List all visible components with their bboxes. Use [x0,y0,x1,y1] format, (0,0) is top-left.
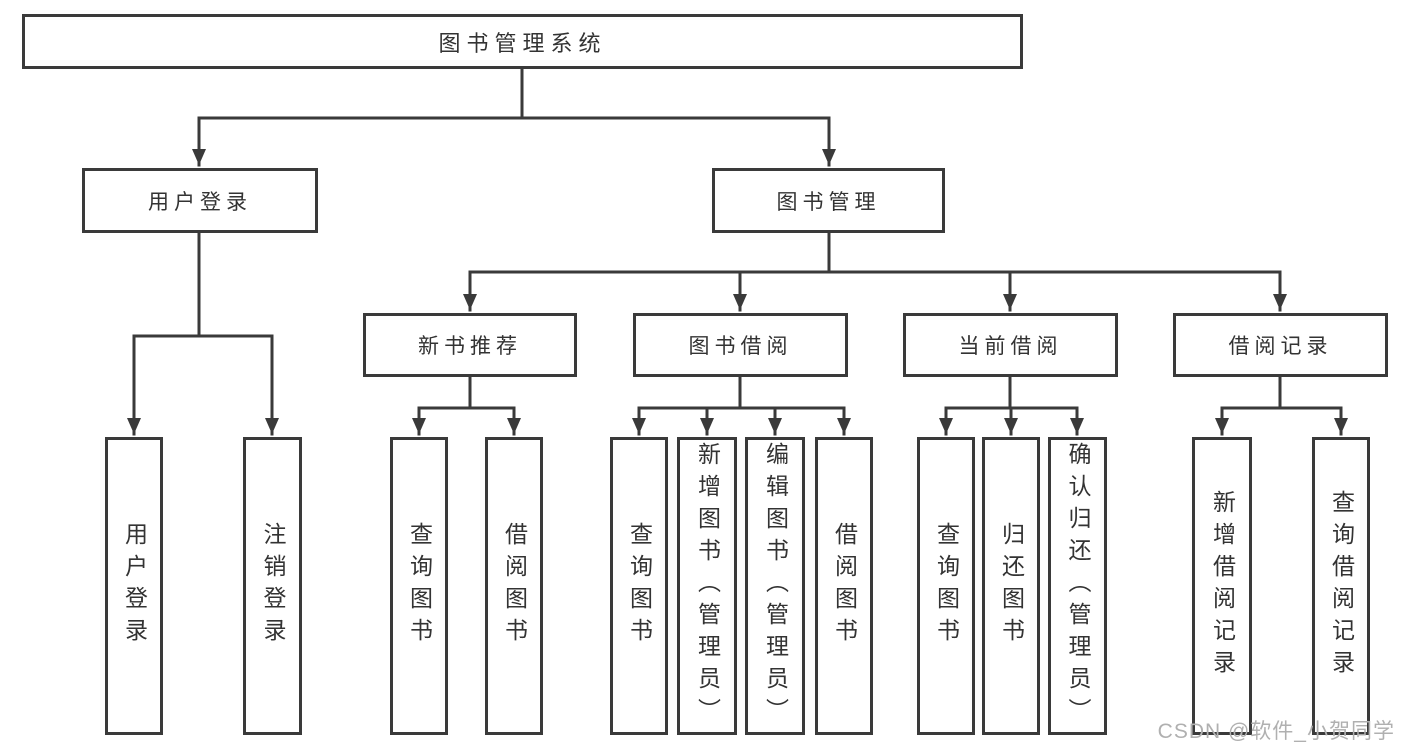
node-user-login: 用户登录 [82,168,318,233]
leaf-edit-books-admin: 编辑图书（管理员） [745,437,805,735]
leaf-query-books-recommend: 查询图书 [390,437,448,735]
node-book-management: 图书管理 [712,168,945,233]
node-current-borrow: 当前借阅 [903,313,1118,377]
leaf-borrow-books-recommend: 借阅图书 [485,437,543,735]
leaf-query-borrow-record: 查询借阅记录 [1312,437,1370,735]
node-new-book-recommend: 新书推荐 [363,313,577,377]
leaf-add-books-admin: 新增图书（管理员） [677,437,737,735]
leaf-confirm-return-admin: 确认归还（管理员） [1048,437,1107,735]
leaf-return-books: 归还图书 [982,437,1040,735]
leaf-add-borrow-record: 新增借阅记录 [1192,437,1252,735]
node-book-borrow: 图书借阅 [633,313,848,377]
node-library-management-system: 图书管理系统 [22,14,1023,69]
leaf-logout: 注销登录 [243,437,302,735]
csdn-watermark: CSDN @软件_小贺同学 [1157,720,1395,743]
leaf-query-books-borrow: 查询图书 [610,437,668,735]
leaf-user-login: 用户登录 [105,437,163,735]
node-borrow-records: 借阅记录 [1173,313,1388,377]
leaf-query-books-current: 查询图书 [917,437,975,735]
leaf-borrow-books: 借阅图书 [815,437,873,735]
